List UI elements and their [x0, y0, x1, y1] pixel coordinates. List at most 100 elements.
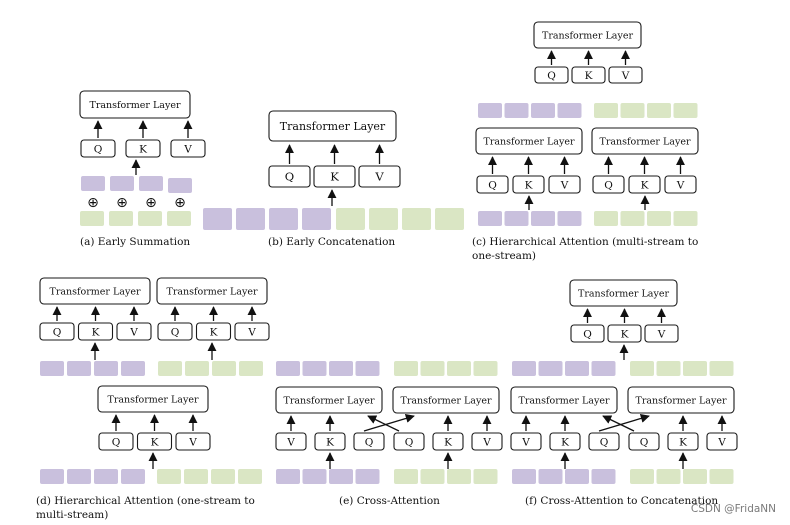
e-cross-arrow-left-q — [363, 413, 415, 432]
f-left-transformer-layer — [510, 386, 618, 414]
f-left-q-box-label: Q — [600, 437, 609, 449]
c-token-stream-a — [504, 211, 529, 226]
f-left-q-box — [588, 432, 620, 451]
e-left-k-box — [314, 432, 346, 451]
f-right-v-box-label: V — [717, 437, 726, 449]
f-right-k-box — [667, 432, 699, 451]
d-token-stream-b — [211, 469, 235, 484]
c-left-transformer-layer-label: Transformer Layer — [483, 137, 574, 148]
c-left-v-box-label: V — [560, 180, 569, 192]
e-top-token-stream-b — [394, 361, 418, 376]
b-q-box — [268, 165, 311, 188]
a-sum-operator: ⊕ — [145, 195, 157, 211]
e-token-stream-b — [394, 469, 418, 484]
f-top-v-box-label: V — [657, 329, 666, 341]
c-top-v-box — [608, 66, 643, 84]
e-left-transformer-layer-label: Transformer Layer — [283, 396, 374, 407]
b-token-stream-a — [302, 208, 331, 230]
caption-c-line1: (c) Hierarchical Attention (multi-stream… — [472, 236, 698, 248]
d-left-q-box — [39, 322, 75, 341]
d-bottom-q-box-label: Q — [112, 437, 121, 449]
c-top-transformer-layer-label: Transformer Layer — [542, 31, 633, 42]
d-left-v-box-label: V — [129, 327, 138, 339]
d-left-k-box-label: K — [92, 327, 100, 339]
b-token-stream-a — [269, 208, 298, 230]
c-token-stream-a — [478, 211, 502, 226]
c-top-transformer-layer — [533, 21, 642, 49]
d-bottom-transformer-layer — [97, 385, 209, 413]
d-token-stream-b — [157, 469, 181, 484]
f-cross-arrow-right-q — [602, 415, 635, 432]
f-top-transformer-layer-label: Transformer Layer — [578, 289, 669, 300]
e-left-v-box — [275, 432, 307, 451]
d-right-transformer-layer-label: Transformer Layer — [166, 287, 257, 298]
d-bottom-transformer-layer-label: Transformer Layer — [107, 395, 198, 406]
d-left-q-box-label: Q — [53, 327, 62, 339]
d-bottom-q-box — [98, 432, 134, 451]
d-left-v-box — [116, 322, 152, 341]
c-right-v-box — [664, 175, 697, 194]
d-token-stream-a — [67, 469, 91, 484]
f-top-q-box-label: Q — [583, 329, 592, 341]
f-top-q-box — [570, 324, 605, 343]
e-top-token-stream-a — [355, 361, 380, 376]
f-right-transformer-layer — [627, 386, 735, 414]
a-q-box-label: Q — [94, 144, 103, 156]
e-right-transformer-layer-label: Transformer Layer — [400, 396, 491, 407]
a-v-box-label: V — [183, 144, 192, 156]
b-token-stream-b — [402, 208, 431, 230]
f-mid-token-stream-b — [709, 361, 734, 376]
d-mid-token-stream-b — [239, 361, 263, 376]
a-token-stream-b — [80, 211, 104, 226]
c-left-v-box — [548, 175, 581, 194]
caption-d-line1: (d) Hierarchical Attention (one-stream t… — [36, 495, 255, 507]
e-token-stream-a — [329, 469, 353, 484]
e-token-stream-a — [355, 469, 380, 484]
c-top-v-box-label: V — [621, 70, 630, 82]
e-left-k-box-label: K — [326, 437, 334, 449]
c-token-stream-b — [673, 211, 698, 226]
c-left-q-box — [476, 175, 509, 194]
caption-d-line2: multi-stream) — [36, 509, 108, 521]
b-token-stream-b — [435, 208, 464, 230]
e-left-v-box-label: V — [286, 437, 295, 449]
b-token-stream-a — [236, 208, 265, 230]
c-right-q-box — [592, 175, 625, 194]
c-mid-token-stream-b — [673, 103, 698, 118]
c-top-k-box — [571, 66, 606, 84]
b-k-box — [313, 165, 356, 188]
f-mid-token-stream-a — [565, 361, 589, 376]
e-top-token-stream-b — [473, 361, 498, 376]
b-token-stream-b — [369, 208, 398, 230]
f-left-v-box — [510, 432, 542, 451]
c-left-q-box-label: Q — [488, 180, 497, 192]
c-mid-token-stream-a — [557, 103, 582, 118]
d-left-k-box — [77, 322, 114, 341]
d-bottom-v-box-label: V — [188, 437, 197, 449]
c-token-stream-a — [557, 211, 582, 226]
d-token-stream-b — [184, 469, 208, 484]
c-mid-token-stream-a — [504, 103, 529, 118]
e-right-v-box-label: V — [482, 437, 491, 449]
a-token-stream-a — [81, 176, 105, 191]
f-left-transformer-layer-label: Transformer Layer — [518, 396, 609, 407]
e-token-stream-b — [420, 469, 445, 484]
e-right-q-box-label: Q — [405, 437, 414, 449]
b-token-stream-b — [336, 208, 365, 230]
f-mid-token-stream-a — [512, 361, 536, 376]
f-token-stream-a — [538, 469, 563, 484]
a-token-stream-b — [167, 211, 191, 226]
f-token-stream-a — [565, 469, 589, 484]
e-left-q-box-label: Q — [365, 437, 374, 449]
b-transformer-layer-label: Transformer Layer — [280, 120, 386, 133]
c-token-stream-a — [531, 211, 555, 226]
e-cross-arrow-right-q — [367, 415, 400, 432]
f-mid-token-stream-b — [630, 361, 654, 376]
e-token-stream-a — [276, 469, 300, 484]
c-right-q-box-label: Q — [604, 180, 613, 192]
e-top-token-stream-a — [276, 361, 300, 376]
f-right-transformer-layer-label: Transformer Layer — [635, 396, 726, 407]
a-token-stream-a — [139, 176, 163, 191]
e-token-stream-a — [302, 469, 327, 484]
e-token-stream-b — [447, 469, 471, 484]
